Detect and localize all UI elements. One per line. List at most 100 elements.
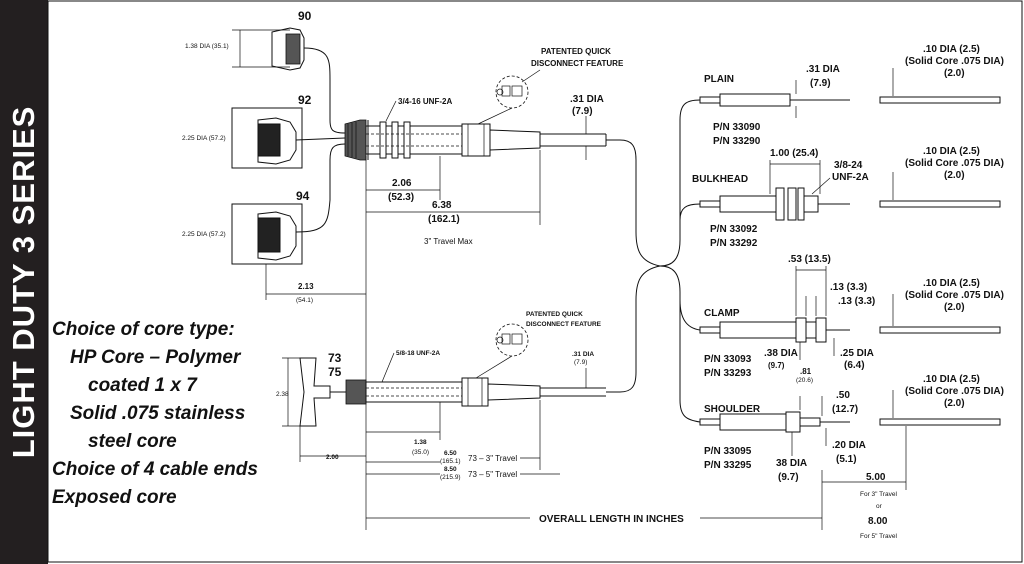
plain-core-b: (Solid Core .075 DIA) <box>905 56 1004 67</box>
top-dim-213: 2.13 <box>298 282 314 291</box>
fitting-shoulder: SHOULDER .50 (12.7) .20 DIA (5.1) 38 DIA… <box>699 374 1004 540</box>
plain-pn2: P/N 33290 <box>713 136 761 147</box>
bulkhead-core-a: .10 DIA (2.5) <box>923 146 980 157</box>
note-line: steel core <box>88 431 177 452</box>
bulkhead-pn1: P/N 33092 <box>710 224 758 235</box>
top-dim-638: 6.38 <box>432 200 452 211</box>
note-line: Choice of 4 cable ends <box>52 459 258 480</box>
clamp-core-a: .10 DIA (2.5) <box>923 278 980 289</box>
shoulder-core-a: .10 DIA (2.5) <box>923 374 980 385</box>
bottom-number-73: 73 <box>328 351 342 365</box>
clamp-core-c: (2.0) <box>944 302 965 313</box>
shoulder-title: SHOULDER <box>704 404 761 415</box>
overall-length: OVERALL LENGTH IN INCHES <box>366 470 823 530</box>
travel-len-or: or <box>876 503 883 510</box>
plain-pn1: P/N 33090 <box>713 122 761 133</box>
bulkhead-title: BULKHEAD <box>692 174 748 185</box>
sidebar: LIGHT DUTY 3 SERIES <box>0 0 48 564</box>
end-90-dim: 1.38 DIA (35.1) <box>185 43 229 50</box>
top-rod-dia: .31 DIA <box>570 94 604 105</box>
bottom-rod-dia-mm: (7.9) <box>574 359 587 366</box>
bulkhead-thread2: UNF-2A <box>832 172 869 183</box>
bottom-dim-238: 2.38 <box>276 391 289 398</box>
bulkhead-core-b: (Solid Core .075 DIA) <box>905 158 1004 169</box>
clamp-pn1: P/N 33093 <box>704 354 752 365</box>
clamp-dim-13a: .13 (3.3) <box>830 282 867 293</box>
overall-length-label: OVERALL LENGTH IN INCHES <box>539 514 684 525</box>
bulkhead-thread1: 3/8-24 <box>834 160 863 171</box>
bottom-number-75: 75 <box>328 365 342 379</box>
end-92-dim: 2.25 DIA (57.2) <box>182 135 226 142</box>
end-90: 90 1.38 DIA (35.1) <box>185 9 346 134</box>
top-thread-label: 3/4-16 UNF-2A <box>398 97 452 106</box>
shoulder-dim-50: .50 <box>836 390 850 401</box>
bottom-patent-line2: DISCONNECT FEATURE <box>526 321 602 328</box>
clamp-dim-25-mm: (6.4) <box>844 360 865 371</box>
end-92-number: 92 <box>298 93 312 107</box>
plain-dia-mm: (7.9) <box>810 78 831 89</box>
plain-core-c: (2.0) <box>944 68 965 79</box>
bottom-travel-650: 73 – 3" Travel <box>468 454 517 463</box>
bottom-dim-850: 8.50 <box>444 466 457 473</box>
clamp-dim-81-mm: (20.6) <box>796 377 813 384</box>
top-patent-line1: PATENTED QUICK <box>541 47 611 56</box>
fitting-bulkhead: BULKHEAD 1.00 (25.4) 3/8-24 UNF-2A P/N 3… <box>692 146 1004 249</box>
fitting-clamp: CLAMP .53 (13.5) .13 (3.3) .13 (3.3) .38… <box>699 254 1004 384</box>
top-travel-max: 3" Travel Max <box>424 237 473 246</box>
note-line: Choice of core type: <box>52 319 235 340</box>
shoulder-core-b: (Solid Core .075 DIA) <box>905 386 1004 397</box>
end-94: 94 2.25 DIA (57.2) <box>182 143 346 300</box>
end-94-dim: 2.25 DIA (57.2) <box>182 231 226 238</box>
bottom-patent-line1: PATENTED QUICK <box>526 311 583 318</box>
shoulder-pn2: P/N 33295 <box>704 460 752 471</box>
bulkhead-core-c: (2.0) <box>944 170 965 181</box>
bottom-thread-label: 5/8-18 UNF-2A <box>396 350 440 357</box>
clamp-dim-38-mm: (9.7) <box>768 361 785 370</box>
clamp-core-b: (Solid Core .075 DIA) <box>905 290 1004 301</box>
bottom-travel-850: 73 – 5" Travel <box>468 470 517 479</box>
plain-dia: .31 DIA <box>806 64 840 75</box>
note-line: coated 1 x 7 <box>88 375 197 396</box>
clamp-dim-25: .25 DIA <box>840 348 874 359</box>
shoulder-core-c: (2.0) <box>944 398 965 409</box>
bulkhead-len: 1.00 (25.4) <box>770 148 818 159</box>
top-dim-213-mm: (54.1) <box>296 297 313 304</box>
plain-title: PLAIN <box>704 74 734 85</box>
top-rod-dia-mm: (7.9) <box>572 106 593 117</box>
clamp-title: CLAMP <box>704 308 740 319</box>
top-dim-638-mm: (162.1) <box>428 214 460 225</box>
note-line: Exposed core <box>52 487 177 508</box>
bottom-dim-200: 2.00 <box>326 454 339 461</box>
bottom-dim-650: 6.50 <box>444 450 457 457</box>
bottom-rod-dia: .31 DIA <box>572 351 594 358</box>
shoulder-dim-38: 38 DIA <box>776 458 807 469</box>
bulkhead-pn2: P/N 33292 <box>710 238 758 249</box>
top-dim-206: 2.06 <box>392 178 412 189</box>
notes-block: Choice of core type: HP Core – Polymer c… <box>52 316 258 512</box>
travel-len-b: 8.00 <box>868 516 888 527</box>
shoulder-dim-20: .20 DIA <box>832 440 866 451</box>
shoulder-dim-20-mm: (5.1) <box>836 454 857 465</box>
note-line: Solid .075 stainless <box>70 403 246 424</box>
plain-core-a: .10 DIA (2.5) <box>923 44 980 55</box>
shoulder-dim-38-mm: (9.7) <box>778 472 799 483</box>
travel-len-a: 5.00 <box>866 472 886 483</box>
bottom-control: 73 75 2.38 PAT <box>276 265 661 481</box>
top-dim-206-mm: (52.3) <box>388 192 414 203</box>
clamp-pn2: P/N 33293 <box>704 368 752 379</box>
end-92: 92 2.25 DIA (57.2) <box>182 93 346 169</box>
travel-len-b-note: For 5" Travel <box>860 533 898 540</box>
fitting-plain: PLAIN .31 DIA (7.9) P/N 33090 P/N 33290 … <box>699 44 1004 147</box>
travel-len-a-note: For 3" Travel <box>860 491 898 498</box>
clamp-dim-53: .53 (13.5) <box>788 254 831 265</box>
drawing-border <box>47 0 1023 563</box>
bottom-dim-650-mm: (165.1) <box>440 458 461 465</box>
bottom-dim-850-mm: (215.9) <box>440 474 461 481</box>
top-control: PATENTED QUICK DISCONNECT FEATURE 3/4-16… <box>266 47 661 530</box>
bottom-dim-138: 1.38 <box>414 439 427 446</box>
end-90-number: 90 <box>298 9 312 23</box>
clamp-dim-81: .81 <box>800 367 812 376</box>
top-patent-line2: DISCONNECT FEATURE <box>531 59 624 68</box>
note-line: HP Core – Polymer <box>70 347 241 368</box>
